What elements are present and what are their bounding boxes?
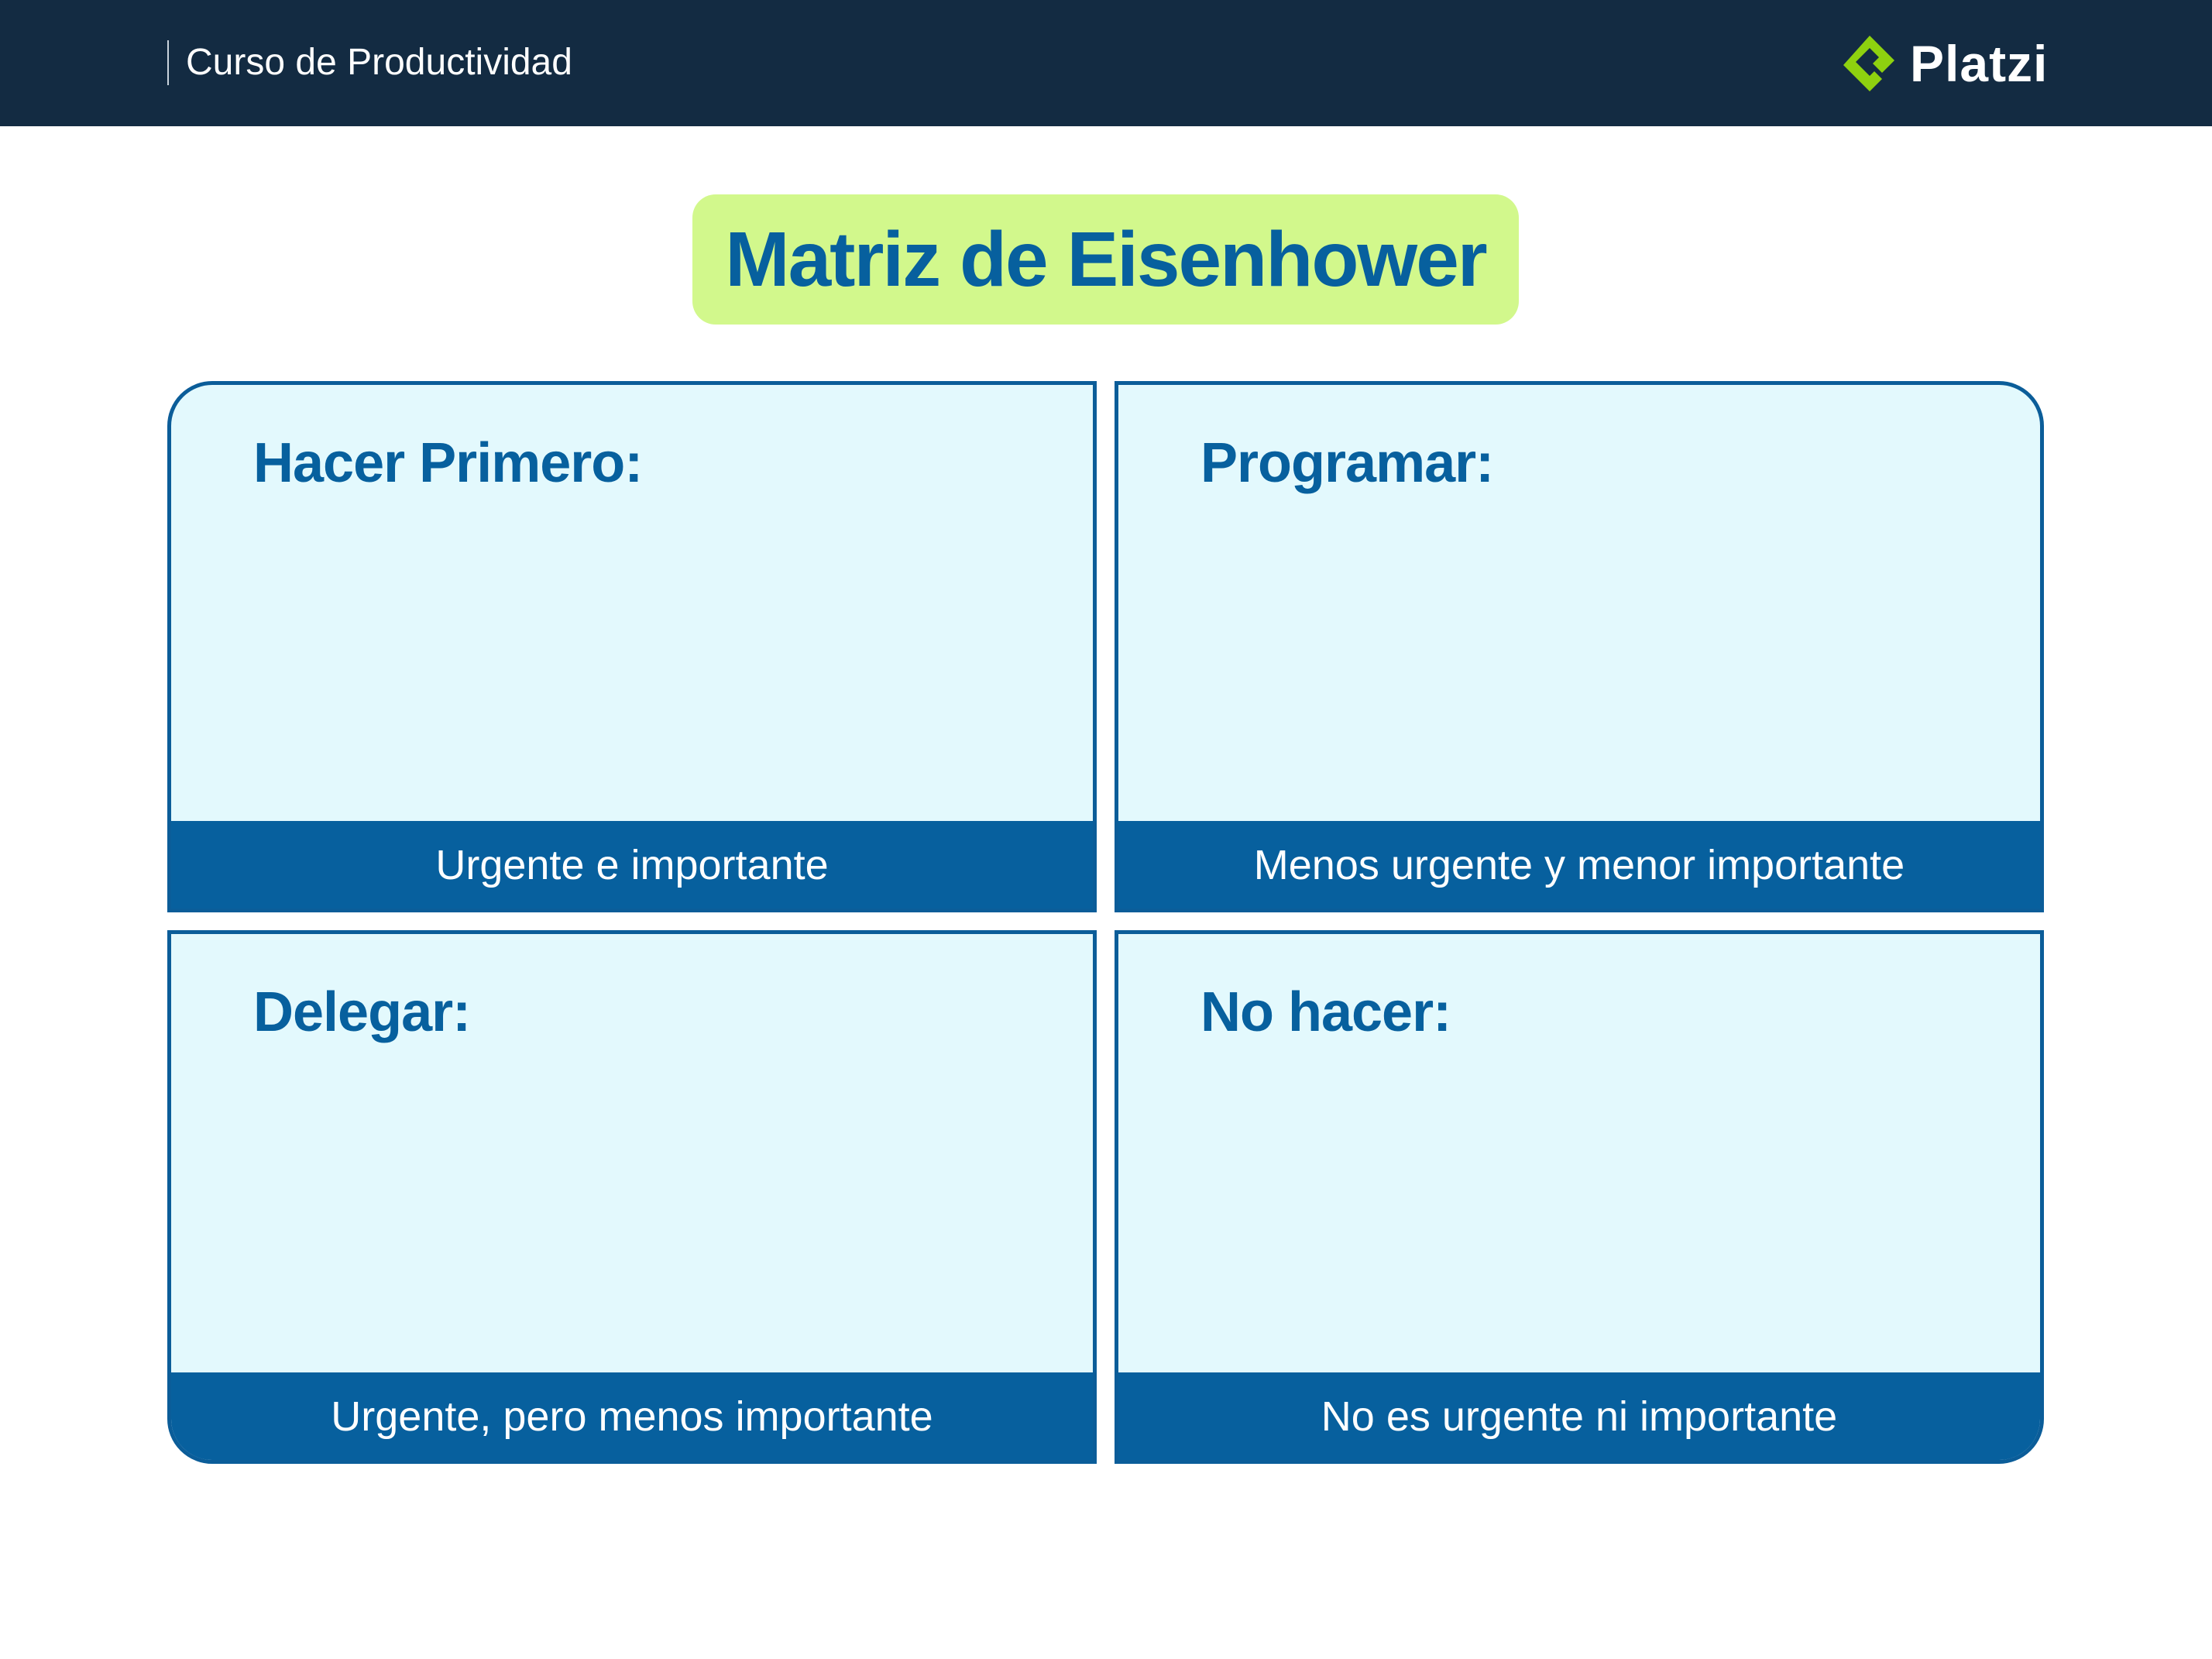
- quadrant-footer-label: Urgente e importante: [435, 841, 829, 888]
- quadrant-footer: Urgente, pero menos importante: [171, 1372, 1093, 1460]
- platzi-logo-icon: [1843, 36, 1894, 91]
- platzi-logo-text: Platzi: [1910, 35, 2049, 92]
- quadrant-footer-label: Urgente, pero menos importante: [331, 1393, 933, 1440]
- page-title: Matriz de Eisenhower: [725, 215, 1487, 303]
- quadrant-footer-label: Menos urgente y menor importante: [1253, 841, 1905, 888]
- course-title-divider: [167, 40, 169, 85]
- quadrant-dont-do: No hacer: No es urgente ni importante: [1115, 930, 2044, 1464]
- platzi-logo[interactable]: Platzi: [1837, 29, 2048, 98]
- quadrant-footer: Urgente e importante: [171, 821, 1093, 908]
- quadrant-heading: Programar:: [1200, 432, 1494, 494]
- quadrant-footer: Menos urgente y menor importante: [1118, 821, 2040, 908]
- title-banner: Matriz de Eisenhower: [692, 194, 1519, 325]
- quadrant-heading: No hacer:: [1200, 981, 1451, 1043]
- quadrant-do-first: Hacer Primero: Urgente e importante: [167, 381, 1097, 912]
- course-title: Curso de Productividad: [186, 42, 572, 83]
- quadrant-schedule: Programar: Menos urgente y menor importa…: [1115, 381, 2044, 912]
- top-bar: Curso de Productividad Platzi: [0, 0, 2212, 126]
- quadrant-delegate: Delegar: Urgente, pero menos importante: [167, 930, 1097, 1464]
- quadrant-heading: Hacer Primero:: [253, 432, 643, 494]
- quadrant-heading: Delegar:: [253, 981, 471, 1043]
- quadrant-footer: No es urgente ni importante: [1118, 1372, 2040, 1460]
- quadrant-footer-label: No es urgente ni importante: [1321, 1393, 1838, 1440]
